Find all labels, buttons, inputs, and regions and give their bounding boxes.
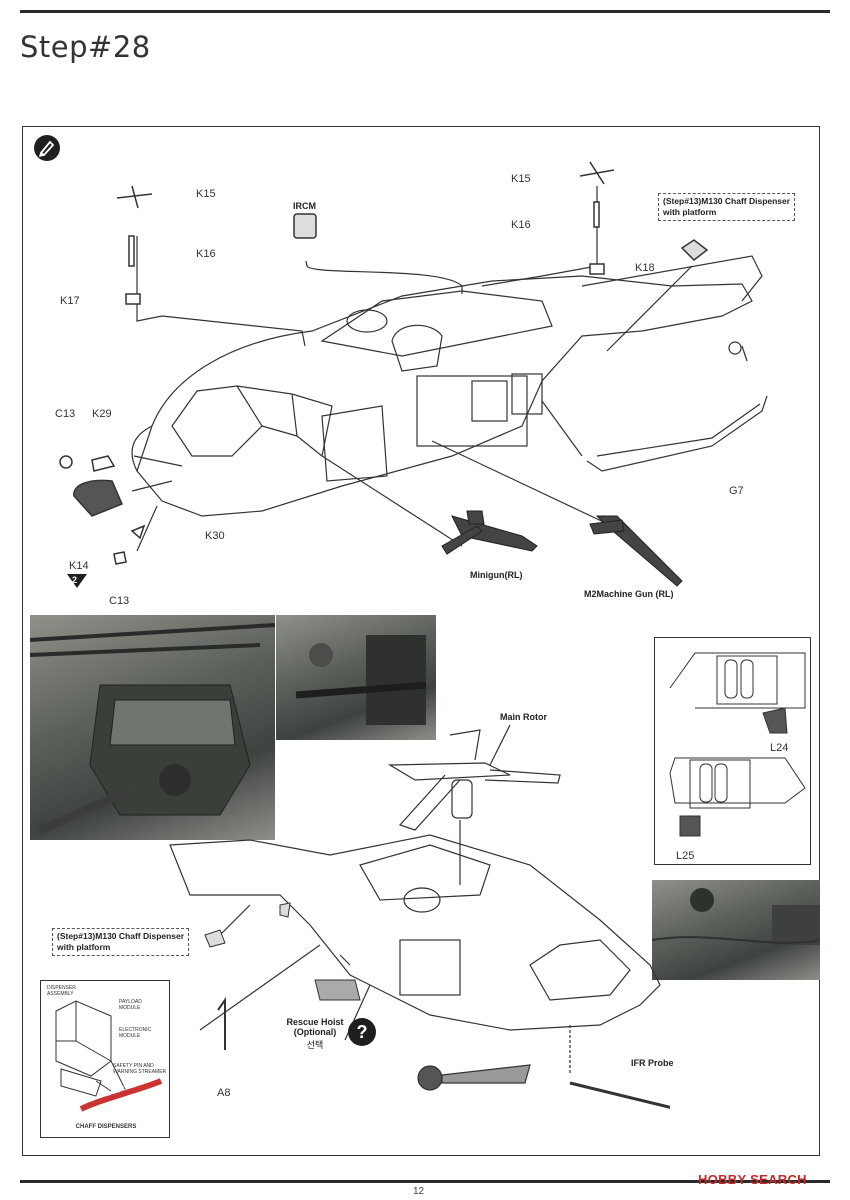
helicopter-front-photo-icon: [29, 623, 276, 834]
chaff-inset-callout-3: SAFETY PIN AND WARNING STREAMER: [113, 1063, 167, 1075]
chaff-inset-caption: CHAFF DISPENSERS: [75, 1124, 137, 1130]
ircm-label: IRCM: [293, 201, 316, 211]
reference-photo-gun: [276, 615, 436, 740]
part-label-a8: A8: [217, 1087, 231, 1099]
part-label-k15-right: K15: [511, 173, 531, 185]
chaff-dispenser-inset: DISPENSER ASSEMBLY PAYLOAD MODULE ELECTR…: [40, 980, 170, 1138]
optional-question-badge: ?: [348, 1018, 376, 1046]
watermark: HOBBY SEARCH: [698, 1172, 807, 1187]
paint-icon: [34, 135, 60, 161]
part-label-k30: K30: [205, 530, 225, 542]
part-label-k16: K16: [196, 248, 216, 260]
chaff-inset-callout-1: PAYLOAD MODULE: [119, 999, 142, 1011]
part-label-k18: K18: [635, 262, 655, 274]
part-label-c13: C13: [55, 408, 76, 420]
part-label-k17: K17: [60, 295, 80, 307]
part-label-k16-right: K16: [511, 219, 531, 231]
part-label-k29: K29: [92, 408, 112, 420]
part-label-c13-bottom: C13: [109, 595, 130, 607]
fuselage-detail-photo-icon: [651, 888, 821, 945]
door-detail-inset: [654, 637, 811, 865]
step-ref-badge: 2: [72, 575, 78, 585]
reference-photo-front: [29, 615, 276, 840]
gunner-photo-icon: [295, 635, 427, 725]
instruction-frame: [22, 126, 820, 1156]
part-label-k15: K15: [196, 188, 216, 200]
part-label-l25: L25: [676, 850, 695, 862]
part-label-l24: L24: [770, 742, 789, 754]
chaff-note-bottom: (Step#13)M130 Chaff Dispenser with platf…: [52, 928, 190, 956]
step-title: Step#28: [20, 30, 151, 64]
door-detail-drawing: [669, 652, 806, 837]
chaff-dispenser-drawing: [55, 1000, 163, 1112]
chaff-inset-header: DISPENSER ASSEMBLY: [47, 985, 76, 997]
bottom-helicopter-diagram: [169, 725, 670, 1109]
top-helicopter-diagram: [59, 161, 768, 588]
optional-label: (Optional): [293, 1027, 337, 1037]
bottom-rule: [20, 1180, 830, 1183]
page-number: 12: [413, 1186, 425, 1197]
optional-korean-label: 선택: [306, 1040, 324, 1050]
part-label-k14: K14: [69, 560, 89, 572]
chaff-note-top: (Step#13)M130 Chaff Dispenser with platf…: [658, 193, 796, 221]
ifr-probe-label: IFR Probe: [631, 1058, 674, 1068]
part-label-g7: G7: [729, 485, 744, 497]
rescue-hoist-label: Rescue Hoist: [286, 1017, 344, 1027]
main-rotor-label: Main Rotor: [500, 712, 547, 722]
m2-gun-label: M2Machine Gun (RL): [584, 589, 674, 599]
minigun-label: Minigun(RL): [470, 570, 523, 580]
top-rule: [20, 10, 830, 13]
chaff-inset-callout-2: ELECTRONIC MODULE: [119, 1027, 152, 1039]
reference-photo-detail: [651, 880, 821, 980]
